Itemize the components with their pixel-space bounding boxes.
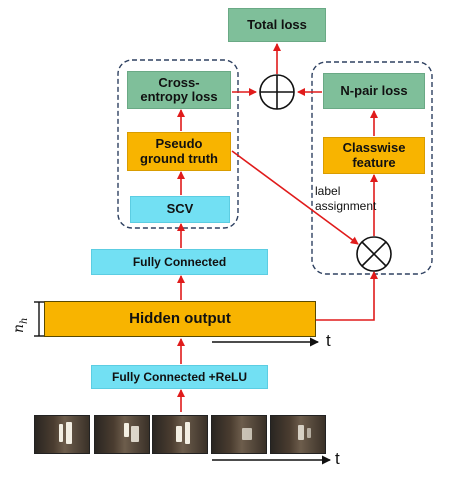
time-label-hidden: t [326, 331, 331, 350]
arrow-pseudo-to-otimes [231, 150, 359, 245]
arrow-hidden-to-otimes [316, 271, 378, 321]
total-loss-box: Total loss [228, 8, 326, 42]
hidden-size-subscript: h [18, 317, 30, 324]
dimension-bracket-icon [34, 301, 44, 337]
fully-connected-relu-box: Fully Connected +ReLU [91, 365, 268, 389]
hidden-output-box: Hidden output [44, 301, 316, 337]
sum-operator-icon [259, 74, 295, 110]
hidden-size-label: nh [11, 309, 31, 333]
fully-connected-box: Fully Connected [91, 249, 268, 275]
time-label-frames: t [335, 449, 340, 468]
multiply-operator-icon [356, 236, 392, 272]
classwise-feature-box: Classwise feature [323, 137, 425, 174]
cross-entropy-box: Cross- entropy loss [127, 71, 231, 109]
npair-loss-box: N-pair loss [323, 73, 425, 109]
label-assignment-text: label assignment [315, 184, 377, 213]
pseudo-ground-truth-box: Pseudo ground truth [127, 132, 231, 171]
video-frame-3 [152, 415, 208, 454]
video-frame-2 [94, 415, 150, 454]
video-frame-5 [270, 415, 326, 454]
scv-box: SCV [130, 196, 230, 223]
video-frame-4 [211, 415, 267, 454]
hidden-size-letter: n [11, 323, 27, 333]
video-frame-1 [34, 415, 90, 454]
